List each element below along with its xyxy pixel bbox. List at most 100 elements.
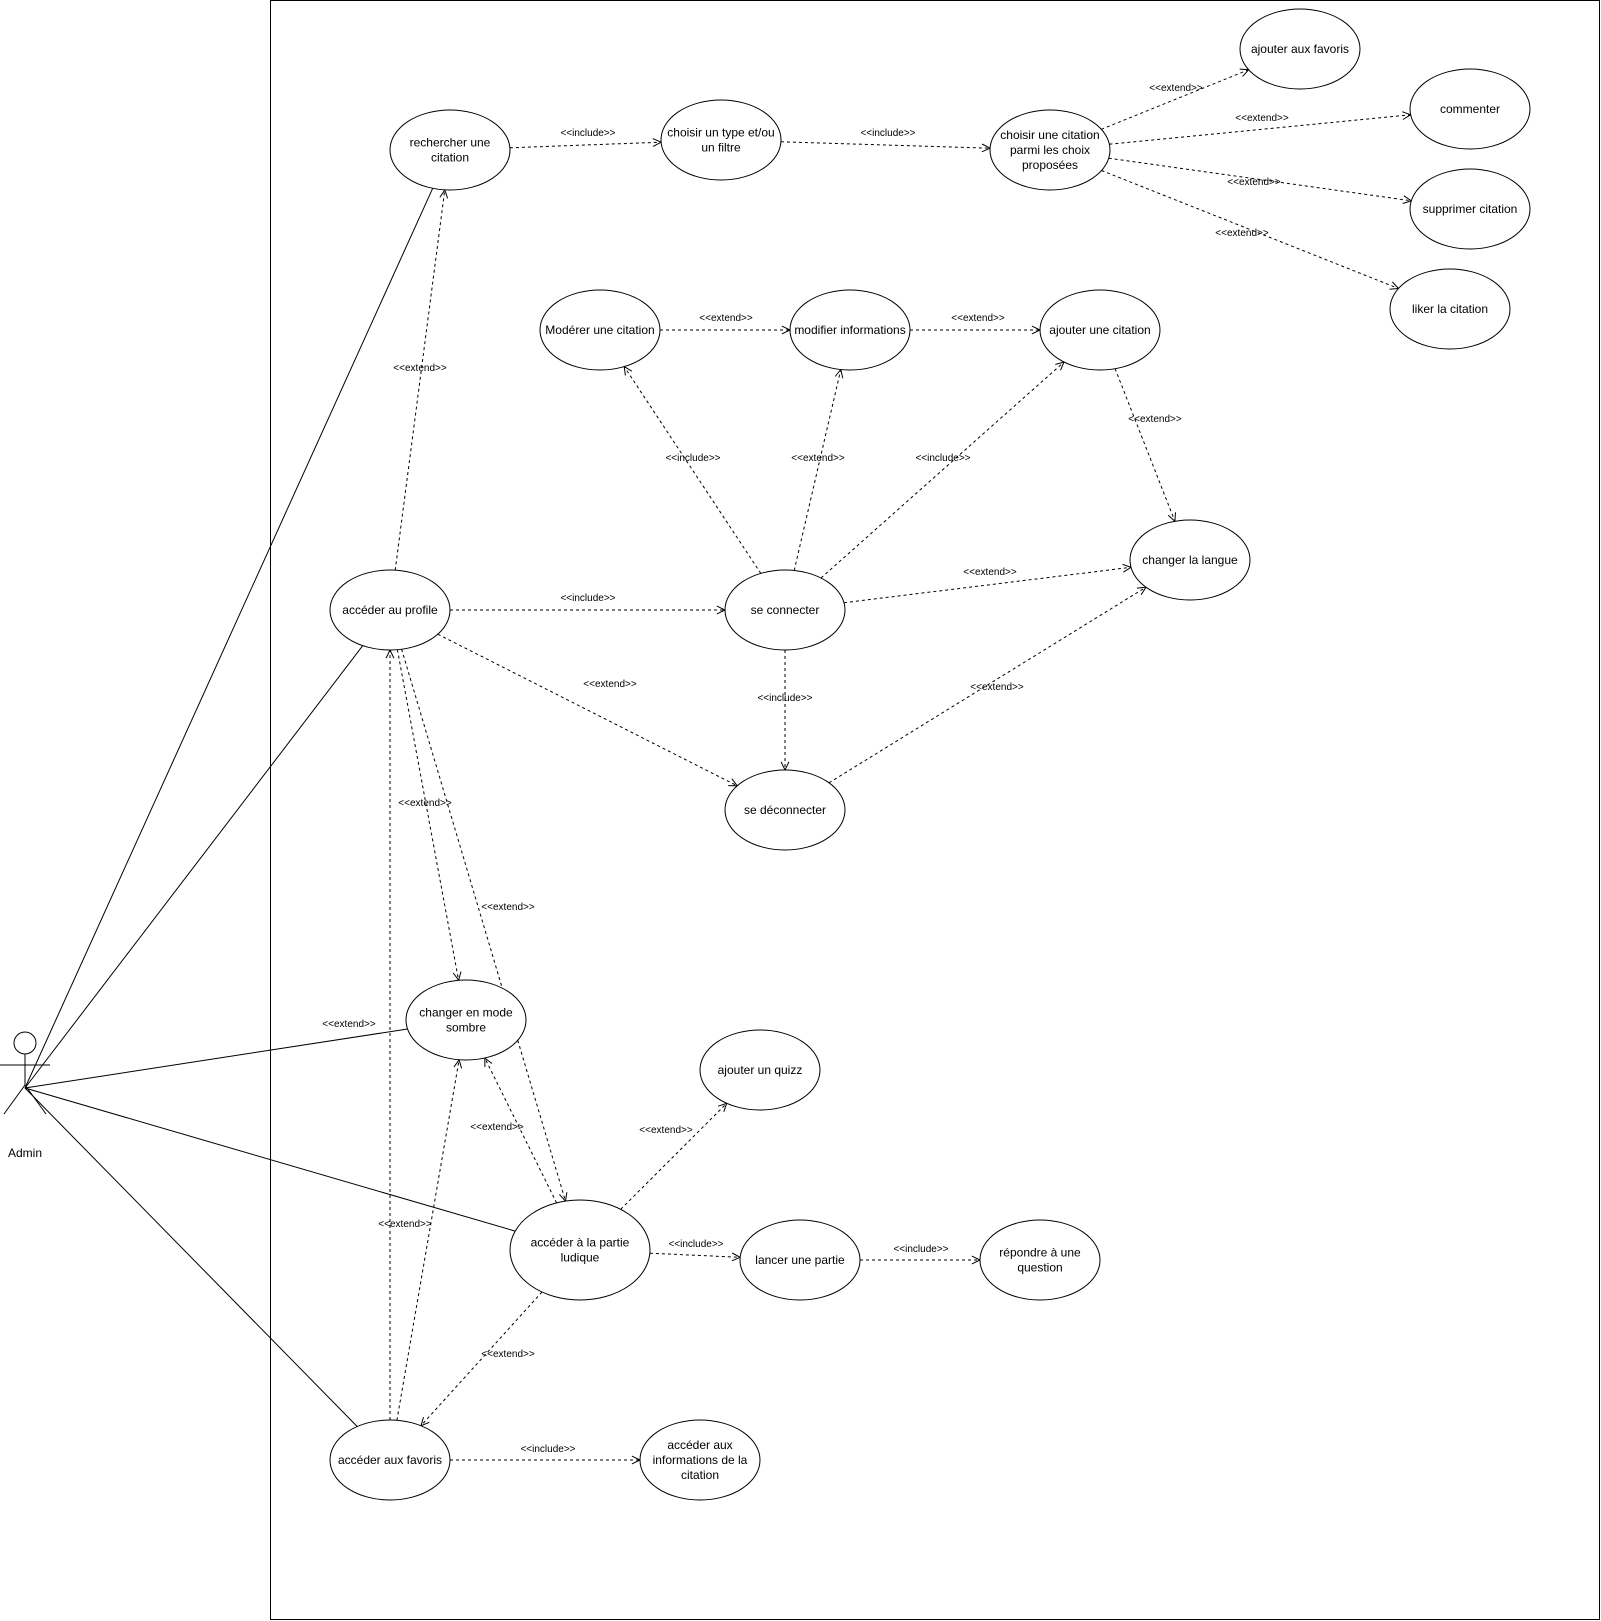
dependency-line [649, 1252, 741, 1258]
relationship-label: <<extend>> [1128, 414, 1182, 425]
relationship-label: <<include>> [520, 1444, 575, 1455]
relationship-label: <<include>> [915, 453, 970, 464]
dependency-line [396, 1059, 460, 1421]
dependency-line [623, 366, 762, 574]
actor-name: Admin [8, 1146, 42, 1160]
dependency-line [509, 141, 662, 149]
use-case-moderer: Modérer une citation [539, 289, 661, 371]
dependency-lines [385, 68, 1413, 1465]
use-case-label: choisir un type et/ou [667, 126, 774, 140]
arrowhead [1136, 586, 1147, 596]
use-case-se-deconnecter: se déconnecter [724, 769, 846, 851]
use-case-label: se déconnecter [744, 803, 826, 817]
actor-head [13, 1031, 37, 1055]
use-case-label: un filtre [701, 141, 741, 155]
use-case-ellipse [1129, 519, 1251, 601]
use-case-ellipse [1239, 8, 1361, 90]
use-case-ellipse [789, 289, 911, 371]
arrowhead [728, 778, 739, 787]
use-case-label: changer en mode [419, 1006, 513, 1020]
use-case-ellipse [639, 1419, 761, 1501]
relationship-label: <<extend>> [398, 798, 452, 809]
dependency-line [401, 649, 566, 1202]
use-case-label: se connecter [751, 603, 820, 617]
use-case-ellipse [1409, 68, 1531, 150]
use-case-label: informations de la [653, 1453, 748, 1467]
use-case-liker-citation: liker la citation [1389, 268, 1511, 350]
relationship-label: <<include>> [665, 453, 720, 464]
association-lines [24, 188, 516, 1427]
use-case-ellipse [660, 99, 782, 181]
relationship-label: <<include>> [893, 1244, 948, 1255]
use-case-ajouter-favoris: ajouter aux favoris [1239, 8, 1361, 90]
use-case-ellipse [389, 109, 511, 191]
relationship-label: <<extend>> [791, 453, 845, 464]
use-case-ajouter-quizz: ajouter un quizz [699, 1029, 821, 1111]
use-case-ellipse [989, 109, 1111, 191]
dependency-line [780, 141, 991, 149]
relationship-label: <<extend>> [481, 902, 535, 913]
use-case-label: accéder aux [667, 1438, 732, 1452]
use-case-changer-langue: changer la langue [1129, 519, 1251, 601]
use-case-label: lancer une partie [755, 1253, 845, 1267]
arrowhead [559, 1192, 568, 1203]
association-line [24, 188, 434, 1089]
use-case-supprimer-citation: supprimer citation [1409, 168, 1531, 250]
arrowhead [1402, 195, 1413, 204]
relationship-label: <<extend>> [1235, 113, 1289, 124]
use-case-label: parmi les choix [1010, 143, 1090, 157]
dependency-line [1114, 368, 1176, 522]
relationship-label: <<extend>> [1149, 83, 1203, 94]
association-line [24, 1087, 358, 1427]
use-case-commenter: commenter [1409, 68, 1531, 150]
dependency-line [620, 1102, 728, 1210]
use-case-ajouter-citation: ajouter une citation [1039, 289, 1161, 371]
use-case-ellipse [405, 979, 527, 1061]
dependency-line [1109, 114, 1411, 145]
use-case-label: choisir une citation [1000, 128, 1099, 142]
relationship-label: <<extend>> [970, 682, 1024, 693]
dependency-line [394, 189, 446, 571]
use-case-lancer-partie: lancer une partie [739, 1219, 861, 1301]
use-case-ellipse [699, 1029, 821, 1111]
dependency-line [1108, 157, 1412, 202]
actor-left-leg [3, 1084, 26, 1115]
actor: Admin [0, 1031, 50, 1160]
dependency-line [1101, 69, 1249, 130]
relationship-label: <<extend>> [699, 313, 753, 324]
relationship-label: <<extend>> [322, 1019, 376, 1030]
relationship-label: <<extend>> [393, 363, 447, 374]
relationship-label: <<extend>> [1215, 228, 1269, 239]
use-case-label: citation [431, 151, 469, 165]
use-case-ellipse [1389, 268, 1511, 350]
arrowhead [484, 1056, 493, 1068]
dependency-line [793, 369, 842, 571]
actor-right-leg [24, 1084, 47, 1115]
use-case-ellipse [329, 569, 451, 651]
use-case-label: accéder au profile [342, 603, 438, 617]
use-case-label: ajouter aux favoris [1251, 42, 1349, 56]
dependency-line [820, 361, 1065, 579]
use-case-label: question [1017, 1261, 1062, 1275]
use-case-ellipse [539, 289, 661, 371]
dependency-line [396, 649, 460, 981]
arrowhead [1389, 281, 1400, 290]
dependency-line [843, 566, 1132, 604]
use-case-ellipse [329, 1419, 451, 1501]
use-case-acceder-favoris: accéder aux favoris [329, 1419, 451, 1501]
dependency-line [420, 1291, 543, 1427]
relationship-labels: <<include>> <<include>> <<extend>> <<extend… [322, 83, 1289, 1455]
use-case-modifier-infos: modifier informations [789, 289, 911, 371]
use-case-label: Modérer une citation [545, 323, 654, 337]
use-case-label: ajouter un quizz [718, 1063, 803, 1077]
relationship-label: <<extend>> [481, 1349, 535, 1360]
association-line [24, 645, 364, 1089]
use-case-label: ludique [561, 1251, 600, 1265]
use-case-label: accéder à la partie [531, 1236, 630, 1250]
use-case-label: ajouter une citation [1049, 323, 1150, 337]
use-case-label: proposées [1022, 158, 1078, 172]
